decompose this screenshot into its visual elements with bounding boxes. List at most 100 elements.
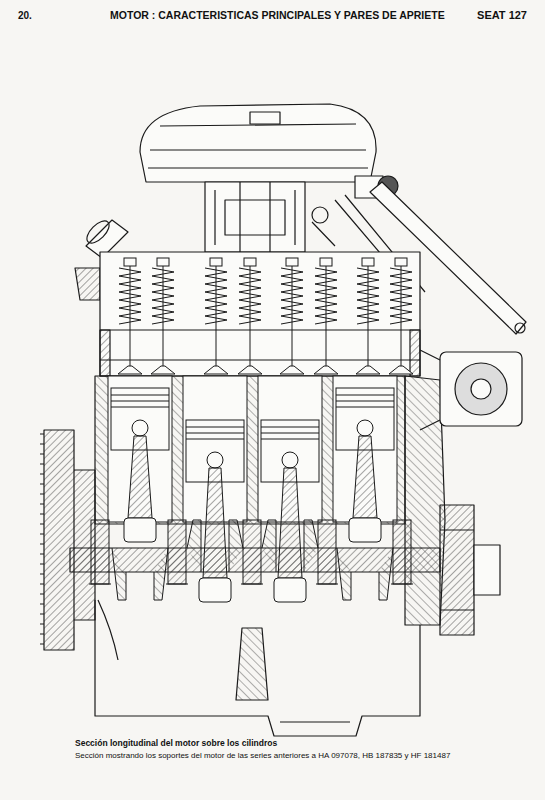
connecting-rod bbox=[128, 436, 152, 518]
crank-pin bbox=[274, 578, 306, 602]
tube-end bbox=[515, 323, 525, 333]
valve-cap bbox=[244, 258, 256, 266]
engine-mount bbox=[440, 352, 522, 426]
model-name: SEAT 127 bbox=[477, 9, 527, 21]
air-cleaner-detail bbox=[148, 124, 368, 168]
air-cleaner bbox=[140, 104, 376, 182]
flywheel-tooth bbox=[40, 614, 44, 615]
flywheel bbox=[44, 430, 74, 650]
main-bearing bbox=[91, 520, 109, 584]
connecting-rod bbox=[278, 468, 302, 578]
valve-head bbox=[118, 366, 142, 374]
connecting-rod bbox=[203, 468, 227, 578]
pulley bbox=[440, 505, 474, 635]
piston-ring bbox=[261, 433, 319, 434]
mount-arm bbox=[420, 350, 440, 430]
drain-plug bbox=[280, 721, 350, 722]
flywheel-tooth bbox=[40, 534, 44, 535]
bearing-cap bbox=[241, 584, 263, 585]
bearing-cap bbox=[89, 584, 111, 585]
flywheel-tooth bbox=[40, 634, 44, 635]
piston-ring bbox=[336, 401, 394, 402]
valve-stem bbox=[401, 266, 402, 368]
valve-stem bbox=[292, 266, 293, 368]
flywheel-tooth bbox=[40, 484, 44, 485]
crank-web bbox=[154, 548, 168, 600]
gudgeon-pin bbox=[132, 420, 148, 436]
valve-cap bbox=[124, 258, 136, 266]
piston-ring bbox=[261, 439, 319, 440]
valve-cap bbox=[210, 258, 222, 266]
oil-pan bbox=[95, 600, 420, 736]
flywheel-tooth bbox=[40, 454, 44, 455]
crank-pin bbox=[124, 518, 156, 542]
cylinder-bore bbox=[108, 376, 172, 522]
valve-cap bbox=[362, 258, 374, 266]
crank-web bbox=[379, 548, 393, 600]
piston-ring bbox=[186, 433, 244, 434]
figure-note: Sección mostrando los soportes del motor… bbox=[75, 751, 450, 760]
crank-pin bbox=[199, 578, 231, 602]
crank-web bbox=[187, 520, 201, 572]
mount-rubber bbox=[455, 363, 507, 415]
bracket bbox=[75, 268, 100, 300]
engine-block bbox=[95, 376, 405, 524]
wing-nut bbox=[250, 112, 280, 124]
valve-cap bbox=[286, 258, 298, 266]
valve-cap bbox=[320, 258, 332, 266]
crank-web bbox=[229, 520, 243, 572]
piston-ring bbox=[261, 427, 319, 428]
crank-web bbox=[304, 520, 318, 572]
carb-linkage bbox=[312, 207, 328, 223]
valve-cap bbox=[395, 258, 407, 266]
head-detail bbox=[100, 330, 420, 360]
main-bearing bbox=[168, 520, 186, 584]
valve-head bbox=[151, 366, 175, 374]
crank-web bbox=[337, 548, 351, 600]
flywheel-tooth bbox=[40, 624, 44, 625]
valve-stem bbox=[250, 266, 251, 368]
valve-head bbox=[389, 366, 413, 374]
valve-stem bbox=[326, 266, 327, 368]
valve-stem bbox=[368, 266, 369, 368]
gudgeon-pin bbox=[207, 452, 223, 468]
valve-head bbox=[314, 366, 338, 374]
crank-pin bbox=[349, 518, 381, 542]
bearing-cap bbox=[316, 584, 338, 585]
flywheel-tooth bbox=[40, 434, 44, 435]
main-bearing bbox=[243, 520, 261, 584]
bearing-cap bbox=[391, 584, 413, 585]
flywheel-tooth bbox=[40, 544, 44, 545]
flywheel-tooth bbox=[40, 594, 44, 595]
hose-end bbox=[83, 217, 113, 247]
valve-stem bbox=[163, 266, 164, 368]
flywheel-tooth bbox=[40, 574, 44, 575]
main-bearing bbox=[393, 520, 411, 584]
piston-ring bbox=[336, 407, 394, 408]
pulley-nut bbox=[474, 545, 500, 595]
piston-ring bbox=[111, 407, 169, 408]
valve-head bbox=[238, 366, 262, 374]
piston-ring bbox=[186, 427, 244, 428]
flywheel-tooth bbox=[40, 644, 44, 645]
piston-ring bbox=[186, 439, 244, 440]
head-wall bbox=[100, 330, 110, 376]
flywheel-tooth bbox=[40, 504, 44, 505]
carburettor-detail bbox=[215, 182, 295, 252]
flywheel-tooth bbox=[40, 494, 44, 495]
valve-head bbox=[204, 366, 228, 374]
cylinder-head bbox=[100, 252, 420, 376]
crank-web bbox=[262, 520, 276, 572]
gudgeon-pin bbox=[282, 452, 298, 468]
page-number: 20. bbox=[18, 10, 32, 21]
repeated-parts bbox=[40, 258, 413, 644]
bearing-cap bbox=[166, 584, 188, 585]
figure-caption: Sección longitudinal del motor sobre los… bbox=[75, 738, 277, 748]
oil-pickup bbox=[236, 628, 268, 700]
flywheel-tooth bbox=[40, 444, 44, 445]
flywheel-tooth bbox=[40, 584, 44, 585]
crank-web bbox=[112, 548, 126, 600]
dipstick bbox=[98, 600, 118, 660]
cylinder-bore bbox=[333, 376, 397, 522]
